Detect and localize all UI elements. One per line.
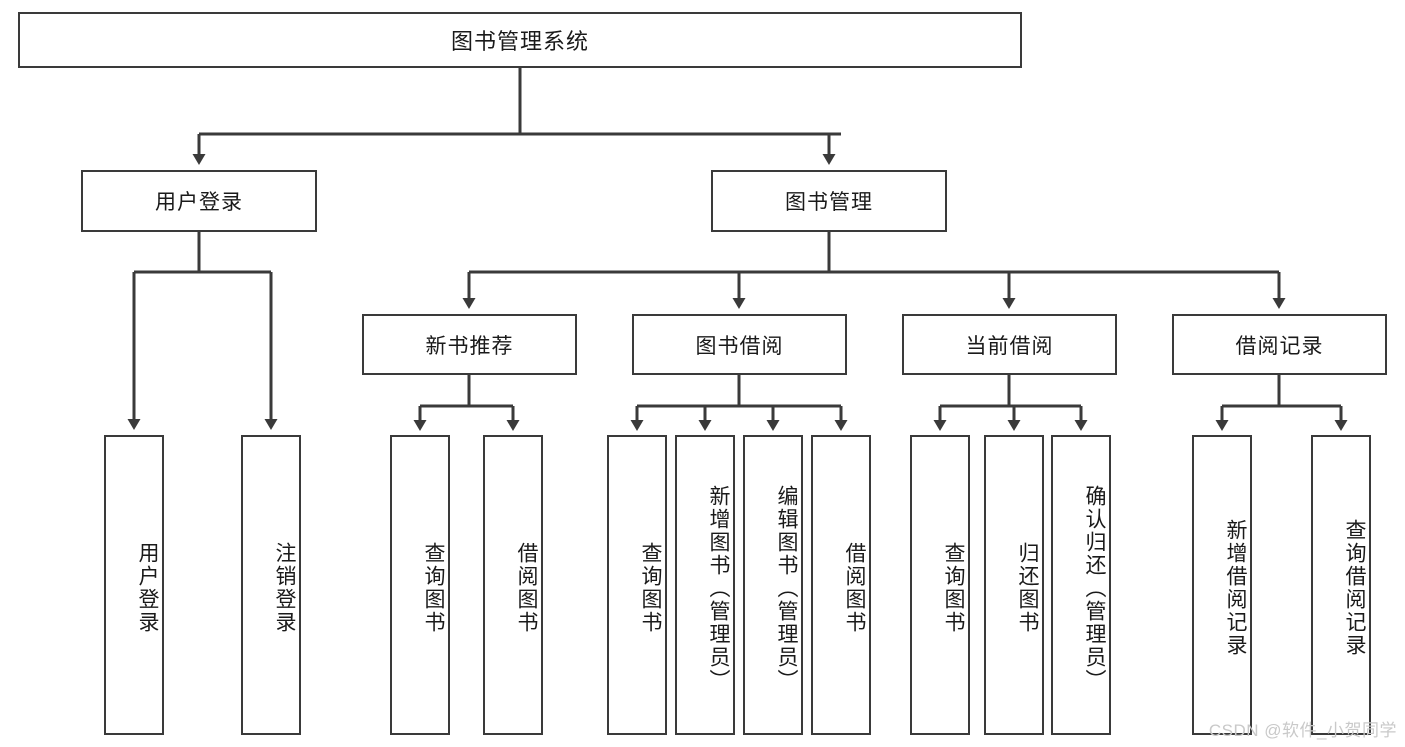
leaf-borrow-lend-book[interactable]: 借阅图书 (811, 435, 871, 735)
node-root-system[interactable]: 图书管理系统 (18, 12, 1022, 68)
node-user-login[interactable]: 用户登录 (81, 170, 317, 232)
leaf-borrow-add-book-admin-label: 新增图书（管理员） (707, 484, 730, 692)
node-current-borrow[interactable]: 当前借阅 (902, 314, 1117, 375)
node-book-borrow-label: 图书借阅 (695, 334, 784, 358)
leaf-current-confirm-return-admin[interactable]: 确认归还（管理员） (1051, 435, 1111, 735)
leaf-record-add-record[interactable]: 新增借阅记录 (1192, 435, 1252, 735)
leaf-record-query-record-label: 查询借阅记录 (1343, 519, 1366, 657)
leaf-borrow-lend-book-label: 借阅图书 (843, 542, 866, 634)
leaf-borrow-query-book[interactable]: 查询图书 (607, 435, 667, 735)
leaf-borrow-edit-book-admin[interactable]: 编辑图书（管理员） (743, 435, 803, 735)
leaf-current-confirm-return-admin-label: 确认归还（管理员） (1083, 484, 1106, 692)
node-user-login-label: 用户登录 (155, 191, 243, 214)
leaf-record-add-record-label: 新增借阅记录 (1224, 519, 1247, 657)
node-new-book-recommend-label: 新书推荐 (425, 334, 514, 358)
leaf-newbook-borrow-book-label: 借阅图书 (515, 542, 538, 634)
node-book-borrow[interactable]: 图书借阅 (632, 314, 847, 375)
leaf-newbook-query-book[interactable]: 查询图书 (390, 435, 450, 735)
csdn-watermark: CSDN @软件_小贺同学 (1208, 721, 1397, 740)
node-root-label: 图书管理系统 (450, 29, 589, 54)
leaf-borrow-add-book-admin[interactable]: 新增图书（管理员） (675, 435, 735, 735)
node-book-management[interactable]: 图书管理 (711, 170, 947, 232)
leaf-current-query-book[interactable]: 查询图书 (910, 435, 970, 735)
leaf-current-query-book-label: 查询图书 (942, 542, 965, 634)
leaf-user-login-label: 用户登录 (136, 542, 159, 634)
leaf-borrow-query-book-label: 查询图书 (639, 542, 662, 634)
leaf-borrow-edit-book-admin-label: 编辑图书（管理员） (775, 484, 798, 692)
leaf-user-logout-label: 注销登录 (273, 542, 296, 634)
node-current-borrow-label: 当前借阅 (965, 334, 1054, 358)
node-book-management-label: 图书管理 (785, 191, 873, 214)
node-borrow-record-label: 借阅记录 (1235, 334, 1324, 358)
leaf-newbook-query-book-label: 查询图书 (422, 542, 445, 634)
leaf-current-return-book-label: 归还图书 (1016, 542, 1039, 634)
leaf-newbook-borrow-book[interactable]: 借阅图书 (483, 435, 543, 735)
leaf-user-login[interactable]: 用户登录 (104, 435, 164, 735)
leaf-user-logout[interactable]: 注销登录 (241, 435, 301, 735)
leaf-current-return-book[interactable]: 归还图书 (984, 435, 1044, 735)
leaf-record-query-record[interactable]: 查询借阅记录 (1311, 435, 1371, 735)
node-borrow-record[interactable]: 借阅记录 (1172, 314, 1387, 375)
node-new-book-recommend[interactable]: 新书推荐 (362, 314, 577, 375)
